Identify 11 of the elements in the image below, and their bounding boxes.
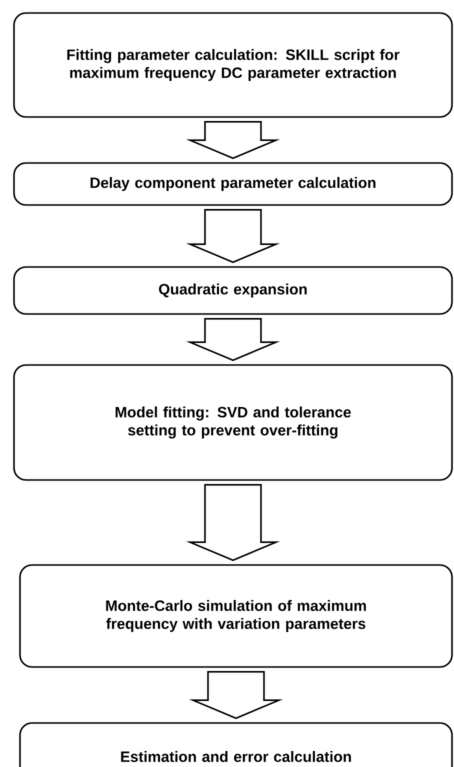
process-box: Monte-Carlo simulation of maximum frequency with variation parameters <box>19 564 453 668</box>
process-box: Fitting parameter calculation: SKILL script for maximum frequency DC parameter extraction <box>13 12 453 118</box>
block-arrow <box>186 318 280 362</box>
block-arrow <box>186 484 280 562</box>
process-box: Model fitting: SVD and tolerance setting to prevent over-fitting <box>13 364 453 481</box>
process-box: Estimation and error calculation <box>19 722 453 767</box>
block-arrow <box>189 671 283 720</box>
process-box: Quadratic expansion <box>13 266 453 315</box>
block-arrow <box>186 121 280 160</box>
block-arrow <box>186 209 280 264</box>
process-box: Delay component parameter calculation <box>13 162 453 206</box>
